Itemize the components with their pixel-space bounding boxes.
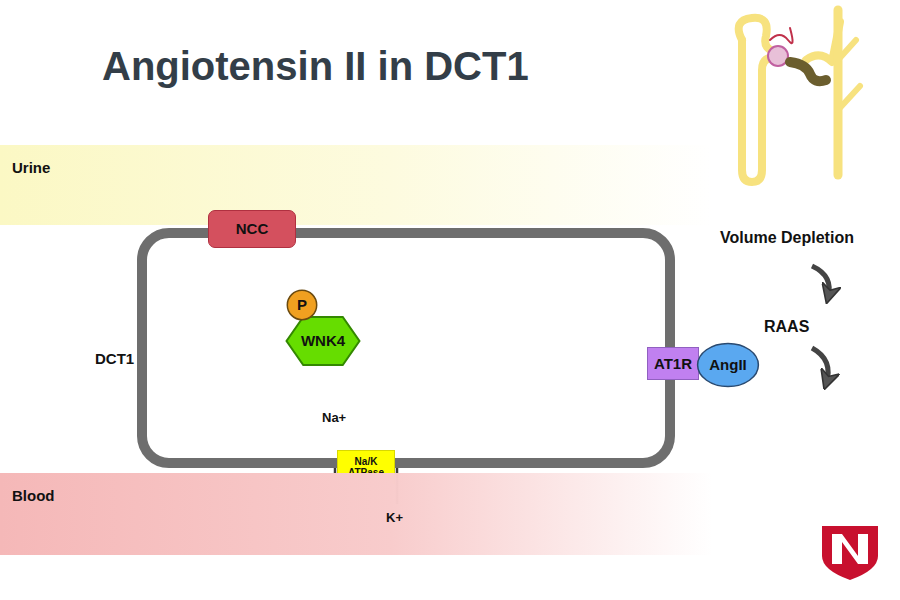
phosphate-circle: P: [287, 290, 317, 320]
process-label: RAAS: [764, 318, 809, 336]
process-label: Volume Depletion: [720, 229, 854, 247]
cascade-arrow: [812, 266, 829, 298]
university-logo: [822, 526, 878, 580]
hormone-ellipse: AngII: [697, 343, 759, 387]
node-label: WNK4: [301, 332, 345, 349]
transporter-box: NCC: [208, 210, 296, 248]
nephron-icon: [739, 10, 860, 182]
blood-band: Blood: [0, 473, 712, 555]
node-label: Urine: [12, 159, 50, 176]
ion-label: K+: [386, 510, 403, 525]
node-label: NCC: [236, 220, 269, 237]
node-label: AngII: [709, 356, 747, 373]
node-label: AT1R: [654, 355, 692, 372]
slide-title: Angiotensin II in DCT1: [102, 44, 529, 89]
cascade-arrow: [812, 348, 828, 384]
urine-band: Urine: [0, 145, 712, 225]
receptor-box: AT1R: [647, 347, 699, 380]
node-label: P: [297, 296, 307, 313]
kinase-hexagon: WNK4: [285, 316, 361, 366]
node-label: DCT1: [95, 350, 134, 367]
ion-label: Na+: [322, 410, 346, 425]
node-label: Blood: [12, 487, 55, 504]
cell-outline: DCT1NCCWNK4PAT1RNa/K ATPase: [137, 228, 675, 468]
